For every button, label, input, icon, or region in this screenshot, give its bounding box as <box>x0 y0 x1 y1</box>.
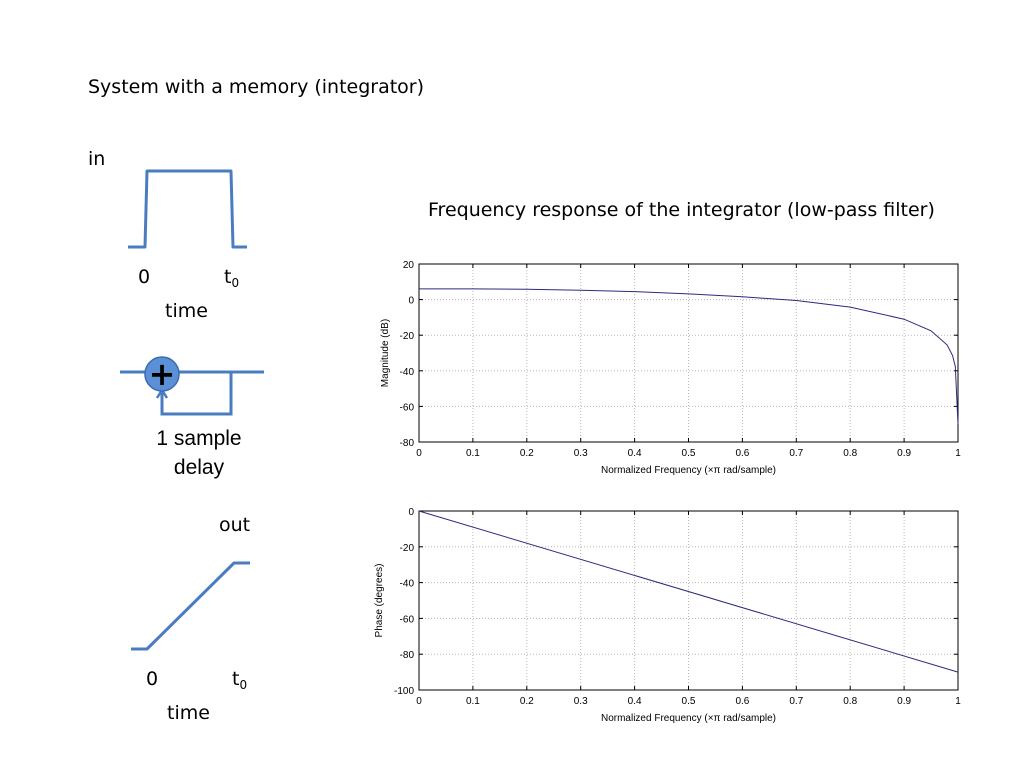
phase-y-tick-label: -20 <box>400 543 415 554</box>
phase-x-tick-label: 0.2 <box>520 696 534 707</box>
phase-x-tick-label: 0.5 <box>682 696 696 707</box>
magnitude-y-tick-label: -60 <box>400 402 415 413</box>
magnitude-plot-area <box>419 264 958 442</box>
phase-y-tick-label: 0 <box>408 507 414 518</box>
phase-x-axis-label: Normalized Frequency (×π rad/sample) <box>601 713 776 724</box>
magnitude-y-tick-label: 0 <box>408 296 414 307</box>
phase-x-tick-label: 0.1 <box>466 696 480 707</box>
magnitude-x-tick-label: 1 <box>955 448 961 459</box>
output-zero-tick: 0 <box>146 668 159 690</box>
adder-plus-icon: + <box>149 355 176 393</box>
phase-x-tick-label: 1 <box>955 696 961 707</box>
slide-title: System with a memory (integrator) <box>88 76 425 98</box>
magnitude-y-tick-label: -20 <box>400 331 415 342</box>
phase-x-tick-label: 0.4 <box>628 696 642 707</box>
phase-series-line <box>418 510 959 673</box>
magnitude-x-tick-label: 0.5 <box>682 448 696 459</box>
phase-x-tick-label: 0 <box>416 696 422 707</box>
output-t0-tick: t0 <box>232 668 248 692</box>
magnitude-x-tick-label: 0.8 <box>843 448 857 459</box>
input-label: in <box>88 148 106 170</box>
input-pulse-waveform <box>128 169 247 249</box>
phase-y-tick-label: -100 <box>394 686 414 697</box>
feedback-loop <box>160 372 233 416</box>
magnitude-x-axis-label: Normalized Frequency (×π rad/sample) <box>601 465 776 476</box>
magnitude-x-tick-label: 0.1 <box>466 448 480 459</box>
delay-label: 1 sample delay <box>156 427 242 479</box>
phase-y-tick-label: -40 <box>400 579 415 590</box>
phase-x-tick-label: 0.3 <box>574 696 588 707</box>
magnitude-plot-frame <box>418 263 959 443</box>
phase-x-tick-label: 0.6 <box>735 696 749 707</box>
magnitude-y-tick-label: 20 <box>403 260 415 271</box>
magnitude-x-tick-label: 0.6 <box>735 448 749 459</box>
input-t0-tick: t0 <box>224 266 240 290</box>
magnitude-y-tick-label: -80 <box>400 438 415 449</box>
output-ramp-waveform <box>131 561 250 651</box>
phase-y-axis-label: Phase (degrees) <box>374 564 385 638</box>
frequency-response-title: Frequency response of the integrator (lo… <box>428 199 935 221</box>
phase-y-tick-label: -80 <box>400 650 415 661</box>
phase-plot-area <box>419 511 958 690</box>
magnitude-y-axis-label: Magnitude (dB) <box>380 319 391 387</box>
magnitude-x-tick-label: 0.7 <box>789 448 803 459</box>
output-label: out <box>219 514 251 536</box>
phase-x-tick-label: 0.7 <box>789 696 803 707</box>
magnitude-x-tick-label: 0.2 <box>520 448 534 459</box>
magnitude-x-tick-label: 0.3 <box>574 448 588 459</box>
input-zero-tick: 0 <box>138 266 151 288</box>
magnitude-x-tick-label: 0 <box>416 448 422 459</box>
phase-x-tick-label: 0.8 <box>843 696 857 707</box>
input-time-label: time <box>165 300 208 322</box>
magnitude-y-tick-label: -40 <box>400 367 415 378</box>
phase-plot-frame <box>418 510 959 691</box>
phase-x-tick-label: 0.9 <box>897 696 911 707</box>
output-time-label: time <box>167 702 210 724</box>
magnitude-x-tick-label: 0.9 <box>897 448 911 459</box>
magnitude-series-line <box>419 288 959 425</box>
phase-y-tick-label: -60 <box>400 614 415 625</box>
adder-circle <box>144 356 180 392</box>
magnitude-x-tick-label: 0.4 <box>628 448 642 459</box>
